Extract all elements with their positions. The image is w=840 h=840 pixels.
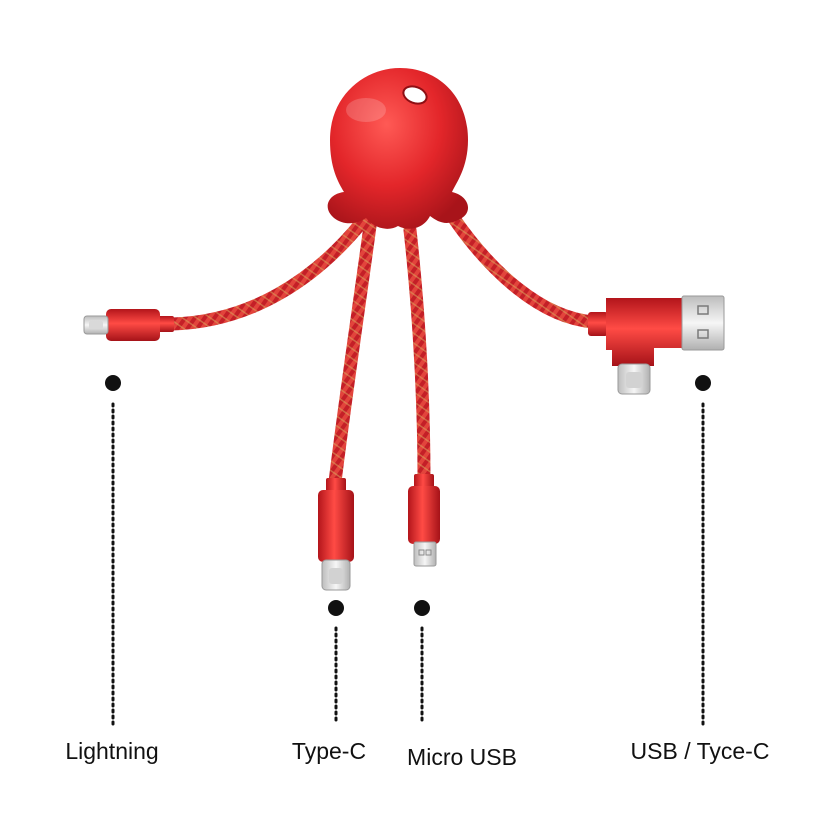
keyring-hole-icon [402,85,428,105]
label-micro-usb: Micro USB [407,744,517,770]
cable-lightning [165,215,369,331]
label-type-c: Type-C [291,738,367,764]
label-usb-type-c: USB / Tyce-C [630,738,770,764]
leader-dot [695,375,711,391]
label-lightning: Lightning [65,738,159,764]
leader-usb-type-c [695,375,711,726]
leader-dot [328,600,344,616]
leader-type-c [328,600,344,726]
cable-micro-usb [403,223,431,485]
lightning-connector-icon [83,309,174,341]
leader-micro-usb [414,600,430,726]
octopus-head-icon [327,68,469,229]
leader-lightning [105,375,121,726]
type-c-connector-icon [318,478,354,591]
leader-dot [414,600,430,616]
usb-type-c-connector-icon [588,295,725,395]
micro-usb-connector-icon [408,474,440,567]
cable-type-c [328,219,377,489]
leader-dot [105,375,121,391]
cable-usb-type-c [448,213,601,329]
cables [165,213,601,489]
